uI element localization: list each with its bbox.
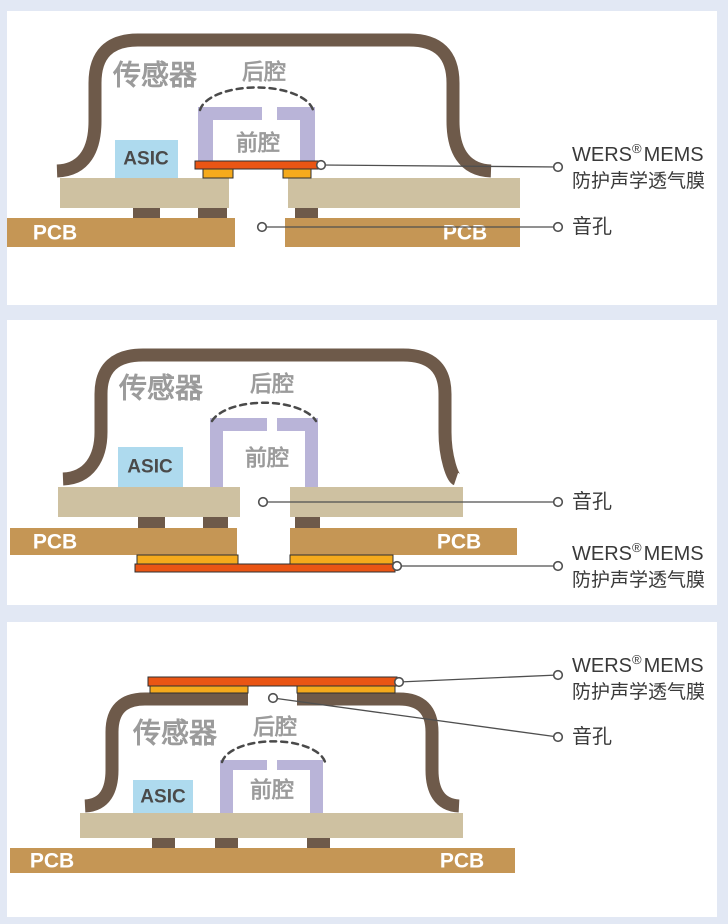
diagram-card-membrane-under-pcb: ASIC PCB PCB (7, 320, 717, 605)
solder-bump (295, 208, 318, 218)
substrate (60, 178, 520, 208)
membrane-label-line1: WERS®MEMS (572, 141, 704, 166)
membrane-label-line2: 防护声学透气膜 (572, 569, 705, 591)
sound-hole-marker (267, 692, 279, 704)
leader-dot (552, 161, 564, 173)
diagram-card-membrane-on-mems: ASIC PCB PCB (7, 11, 717, 305)
leader-dot (315, 159, 327, 171)
adhesive-pad-left (136, 554, 239, 565)
sound-hole-label: 音孔 (572, 490, 612, 513)
adhesive-pad-right (289, 554, 394, 565)
leader-dot (552, 560, 564, 572)
diaphragm-dashed-arc (220, 740, 327, 764)
mems-top-left (198, 107, 262, 120)
vent-membrane (147, 676, 398, 687)
membrane-label-line1: WERS®MEMS (572, 540, 704, 565)
sensor-label: 传感器 (118, 373, 204, 404)
asic-label: ASIC (123, 149, 169, 170)
sound-hole-label: 音孔 (572, 215, 612, 238)
pcb-left (7, 218, 235, 247)
diagram-3: ASIC PCB PCB WERS®MEMS 防护声学透气膜 音孔 (10, 652, 705, 873)
solder-bump (215, 838, 238, 848)
solder-bump (152, 838, 175, 848)
mems-left-wall (220, 770, 233, 813)
sound-hole-marker (257, 496, 269, 508)
solder-bump (198, 208, 227, 218)
substrate-hole (229, 178, 288, 208)
sound-hole-label: 音孔 (572, 725, 612, 748)
membrane-label-line2: 防护声学透气膜 (572, 170, 705, 192)
leader-line-membrane (398, 674, 559, 683)
pcb-label-right: PCB (443, 222, 487, 245)
mems-top-right (277, 760, 323, 770)
diagram-2: ASIC PCB PCB (10, 348, 705, 591)
membrane-label-line2: 防护声学透气膜 (572, 681, 705, 703)
pcb-label-left: PCB (33, 531, 77, 554)
mems-chip (220, 760, 323, 813)
leader-dot (552, 221, 564, 233)
pcb-label-left: PCB (33, 222, 77, 245)
asic-chip (115, 140, 178, 178)
mems-top-left (220, 760, 267, 770)
mems-right-wall (300, 120, 315, 162)
substrate (80, 813, 463, 838)
back-cavity-label: 后腔 (250, 372, 294, 397)
mems-top-right (277, 107, 315, 120)
vent-membrane (134, 563, 396, 573)
pcb-left (10, 528, 237, 555)
diaphragm-dashed-arc (198, 86, 315, 112)
solder-bump (307, 838, 330, 848)
vent-membrane (194, 160, 319, 170)
diaphragm-dashed-arc (210, 401, 318, 423)
asic-label: ASIC (127, 457, 173, 478)
pcb-label-right: PCB (437, 531, 481, 554)
sound-hole-marker (256, 221, 268, 233)
back-cavity-label: 后腔 (242, 60, 286, 85)
solder-bump (203, 517, 228, 528)
leader-dot (552, 669, 564, 681)
leader-line-sound-hole (272, 697, 559, 738)
diagram-card-membrane-on-can: ASIC PCB PCB WERS®MEMS 防护声学透气膜 音孔 (7, 622, 717, 917)
mems-chip (210, 418, 318, 487)
asic-chip (118, 447, 183, 487)
mems-left-wall (198, 120, 213, 162)
pcb-label-right: PCB (440, 850, 484, 873)
package-can (56, 33, 492, 178)
mems-chip (198, 107, 315, 162)
mems-right-wall (310, 770, 323, 813)
diagram-1: ASIC PCB PCB (7, 33, 705, 247)
adhesive-pad-left (202, 168, 234, 179)
pcb-right (285, 218, 520, 247)
leader-dot (552, 731, 564, 743)
solder-bump (295, 517, 320, 528)
mems-top-left (210, 418, 267, 431)
membrane-label-line1: WERS®MEMS (572, 652, 704, 677)
adhesive-pad-right (282, 168, 312, 179)
asic-label: ASIC (140, 787, 186, 808)
sensor-label: 传感器 (112, 60, 198, 91)
leader-line-membrane (320, 164, 559, 168)
leader-dot (552, 496, 564, 508)
back-cavity-label: 后腔 (253, 715, 297, 740)
pcb-right (290, 528, 517, 555)
leader-dot (391, 560, 403, 572)
pcb-label-left: PCB (30, 850, 74, 873)
mems-left-wall (210, 431, 223, 487)
front-cavity-label: 前腔 (245, 446, 289, 471)
solder-bump (133, 208, 160, 218)
solder-bump (138, 517, 165, 528)
package-can (62, 348, 461, 486)
front-cavity-label: 前腔 (236, 131, 280, 156)
mems-right-wall (305, 431, 318, 487)
leader-dot (393, 676, 405, 688)
mems-top-right (277, 418, 318, 431)
pcb (10, 848, 515, 873)
asic-chip (133, 780, 193, 813)
sensor-label: 传感器 (132, 718, 218, 749)
front-cavity-label: 前腔 (250, 778, 294, 803)
